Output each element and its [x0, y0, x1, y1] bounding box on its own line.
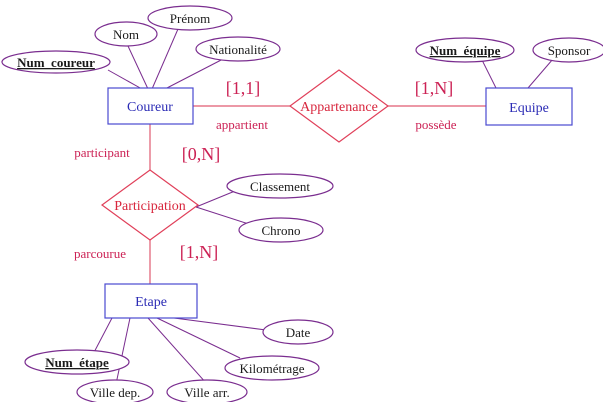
attribute-sponsor-label: Sponsor — [548, 43, 591, 58]
cardinality-coureur-appartenance: [1,1] — [226, 78, 261, 98]
attribute-nationalite — [195, 36, 281, 62]
attribute-nom-label: Nom — [113, 27, 139, 42]
entity-etape — [104, 283, 198, 319]
role-participant: participant — [74, 145, 130, 160]
attribute-ville-dep-label: Ville dep. — [90, 385, 140, 400]
attribute-chrono — [238, 217, 324, 243]
cardinality-equipe-appartenance: [1,N] — [415, 78, 454, 98]
entity-equipe — [485, 87, 573, 126]
attribute-nom — [94, 21, 158, 47]
entity-coureur-label: Coureur — [127, 100, 173, 115]
attribute-classement-label: Classement — [250, 179, 310, 194]
attribute-classement — [226, 173, 334, 199]
relationship-participation — [100, 169, 200, 241]
attribute-num-etape — [24, 349, 130, 375]
relationship-participation-label: Participation — [114, 199, 186, 214]
attribute-sponsor — [532, 37, 603, 63]
relationship-diamonds — [100, 69, 390, 241]
attribute-num-etape-label: Num_étape — [45, 355, 109, 370]
entity-coureur — [107, 87, 194, 125]
entity-equipe-label: Equipe — [509, 101, 549, 116]
attribute-ville-arr — [166, 379, 248, 402]
attribute-num-equipe-label: Num_équipe — [430, 43, 501, 58]
attribute-prenom-label: Prénom — [170, 11, 210, 26]
role-parcourue: parcourue — [74, 246, 126, 261]
attribute-prenom — [147, 5, 233, 31]
attribute-ville-dep — [76, 379, 154, 402]
attribute-num-coureur-label: Num_coureur — [17, 55, 95, 70]
attribute-num-coureur — [1, 50, 111, 74]
role-appartient: appartient — [216, 117, 268, 132]
attribute-date — [262, 319, 334, 345]
relationship-appartenance-label: Appartenance — [300, 100, 378, 115]
attribute-kilometrage — [224, 355, 320, 381]
entity-boxes — [104, 87, 573, 319]
attribute-chrono-label: Chrono — [262, 223, 301, 238]
attribute-num-equipe — [415, 37, 515, 63]
cardinality-coureur-participation: [0,N] — [182, 144, 221, 164]
relationship-appartenance — [288, 69, 390, 143]
role-possede: possède — [415, 117, 456, 132]
cardinality-etape-participation: [1,N] — [180, 242, 219, 262]
attribute-ellipses — [1, 5, 603, 402]
attribute-ville-arr-label: Ville arr. — [184, 385, 229, 400]
relationship-links — [149, 105, 486, 284]
entity-etape-label: Etape — [135, 295, 167, 310]
attribute-kilometrage-label: Kilométrage — [240, 361, 305, 376]
attribute-nationalite-label: Nationalité — [209, 42, 267, 57]
attribute-date-label: Date — [286, 325, 311, 340]
